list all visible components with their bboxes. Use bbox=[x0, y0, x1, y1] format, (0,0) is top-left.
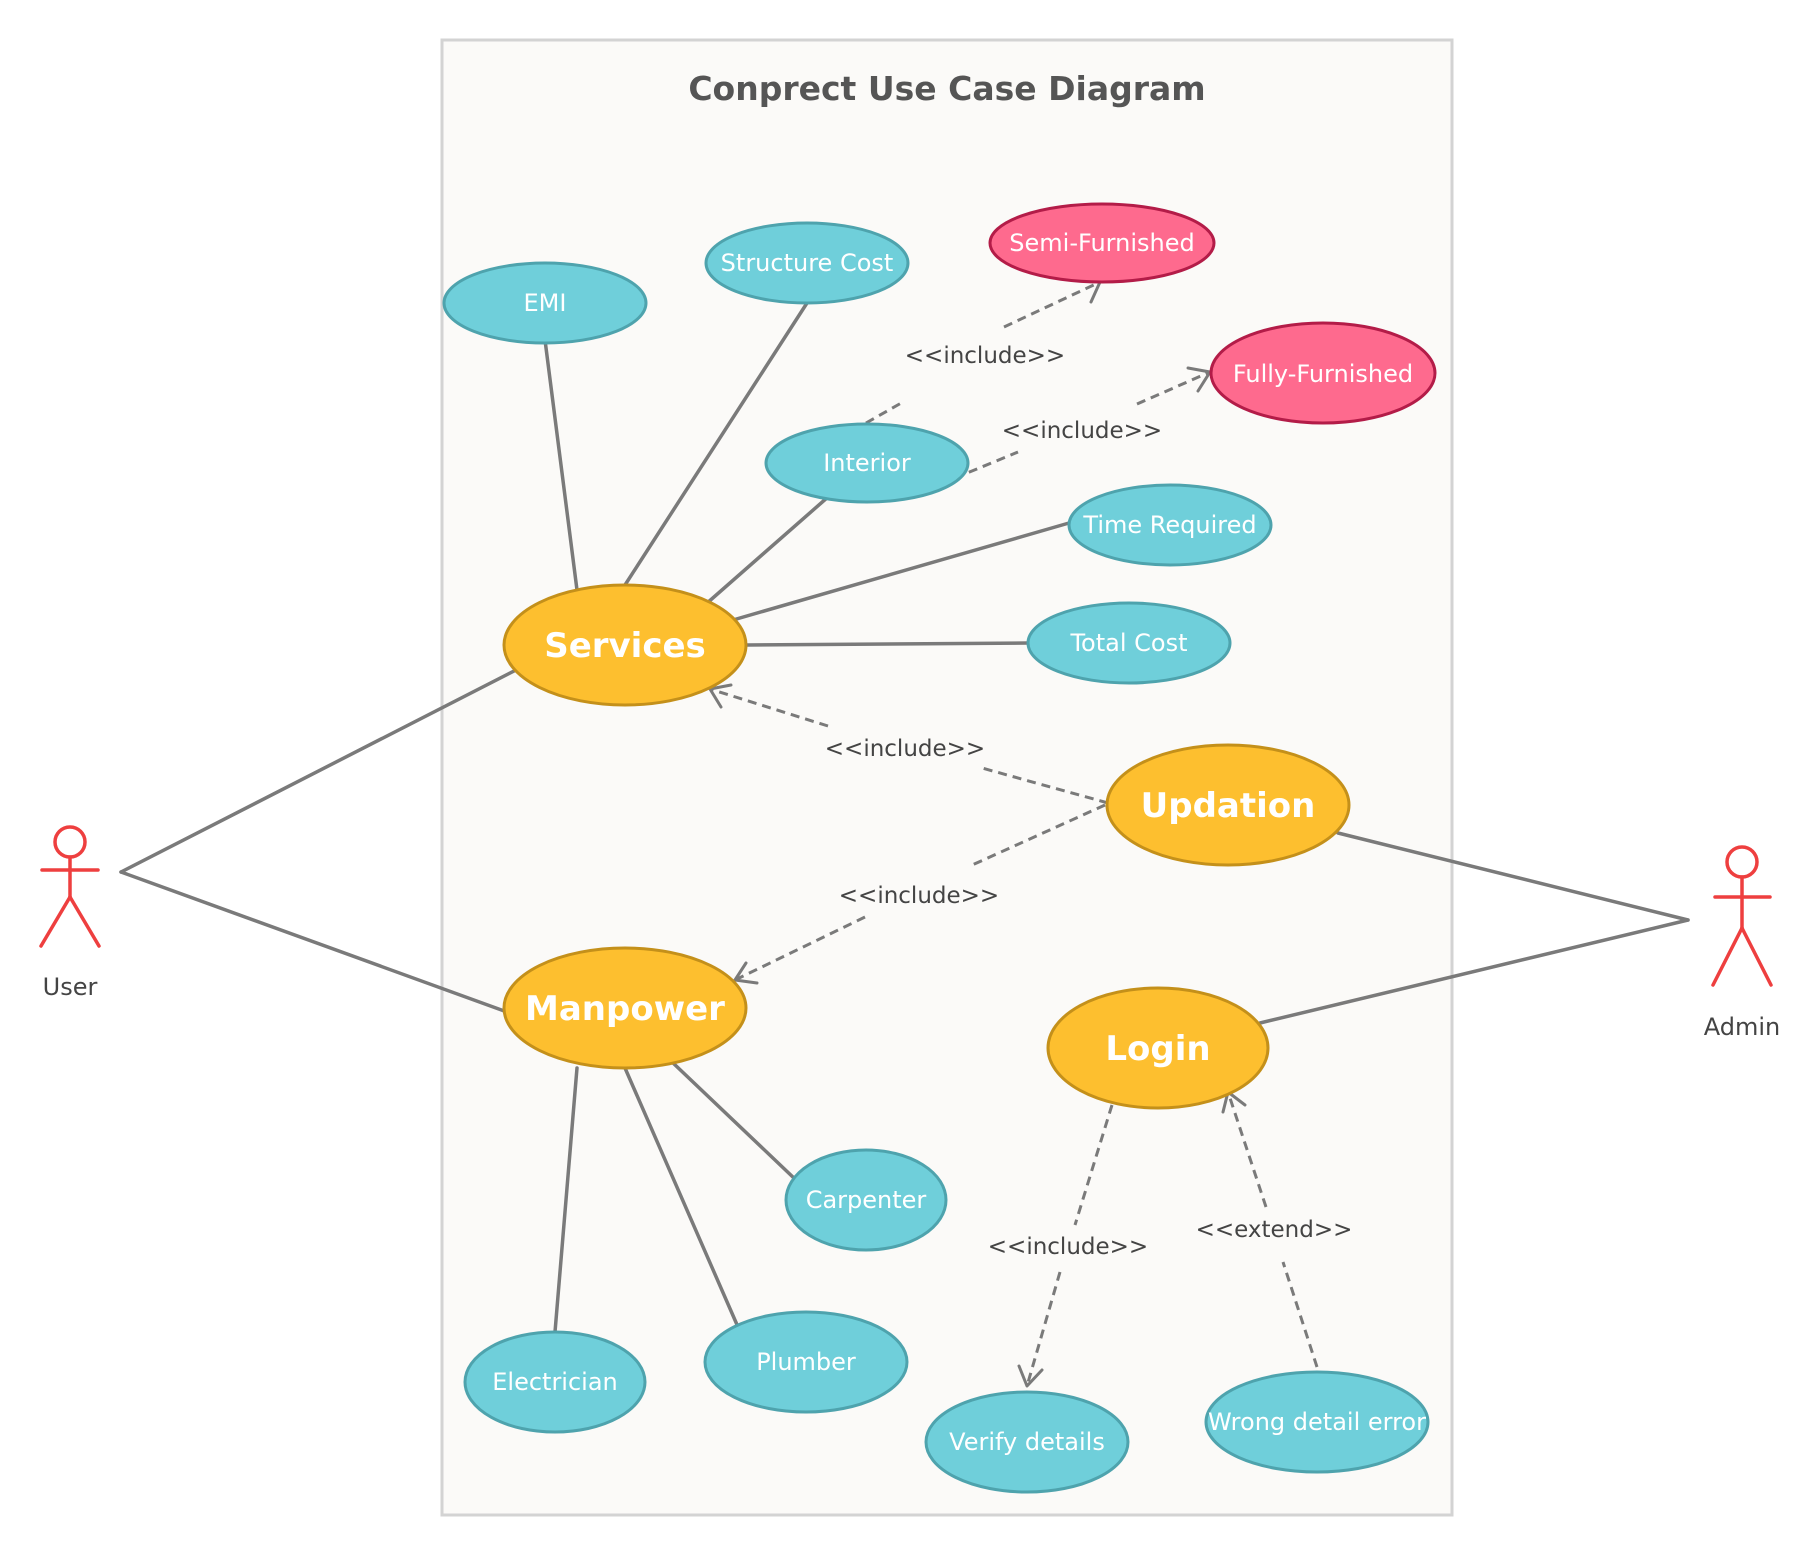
use-case-fully-furnished-ellipse bbox=[1209, 321, 1437, 425]
use-case-login-label: Login bbox=[1105, 1029, 1210, 1069]
use-case-structure-cost-label: Structure Cost bbox=[721, 249, 894, 277]
use-case-updation-label: Updation bbox=[1141, 786, 1316, 826]
use-case-carpenter[interactable]: Carpenter bbox=[784, 1148, 948, 1252]
dep-updation-manpower-label: <<include>> bbox=[839, 883, 999, 909]
use-case-manpower-label: Manpower bbox=[525, 989, 725, 1029]
use-case-login[interactable]: Login bbox=[1046, 986, 1270, 1110]
use-case-manpower[interactable]: Manpower bbox=[502, 946, 748, 1070]
use-case-verify-details[interactable]: Verify details bbox=[924, 1390, 1130, 1494]
use-case-plumber[interactable]: Plumber bbox=[703, 1310, 909, 1414]
use-case-carpenter-label: Carpenter bbox=[806, 1186, 927, 1214]
associations bbox=[119, 301, 1690, 1334]
assoc-admin-updation bbox=[1336, 831, 1690, 922]
dep-interior-fully-head bbox=[1136, 370, 1211, 406]
use-case-plumber-ellipse bbox=[703, 1310, 909, 1414]
actor-admin-label: Admin bbox=[1704, 1013, 1781, 1041]
use-case-total-cost-label: Total Cost bbox=[1069, 629, 1187, 657]
dep-updation-manpower-tail bbox=[969, 803, 1106, 868]
use-case-emi[interactable]: EMI bbox=[442, 261, 648, 345]
use-case-total-cost[interactable]: Total Cost bbox=[1026, 601, 1232, 685]
use-case-time-required-ellipse bbox=[1067, 483, 1273, 567]
use-case-structure-cost-ellipse bbox=[704, 221, 910, 305]
assoc-interior-services bbox=[704, 495, 830, 606]
use-case-login-ellipse bbox=[1046, 986, 1270, 1110]
assoc-structure-services bbox=[623, 301, 809, 587]
dep-updation-manpower-head bbox=[734, 915, 866, 982]
use-case-interior[interactable]: Interior bbox=[764, 422, 970, 504]
dep-wrong-login-tail bbox=[1281, 1261, 1319, 1368]
assoc-total-services bbox=[745, 641, 1031, 647]
assoc-manpower-electrician bbox=[553, 1066, 579, 1334]
assoc-admin-login bbox=[1258, 918, 1690, 1025]
use-case-manpower-ellipse bbox=[502, 946, 748, 1070]
use-case-interior-ellipse bbox=[764, 422, 970, 504]
dep-login-verify-tail bbox=[1073, 1104, 1114, 1226]
use-case-fully-furnished[interactable]: Fully-Furnished bbox=[1209, 321, 1437, 425]
use-case-emi-label: EMI bbox=[524, 289, 567, 317]
dep-login-verify-head bbox=[1025, 1271, 1062, 1387]
assoc-manpower-plumber bbox=[623, 1066, 740, 1329]
admin-stick-figure-icon bbox=[1711, 845, 1773, 987]
use-case-services-label: Services bbox=[544, 626, 706, 666]
dep-updation-manpower-arrowhead bbox=[733, 961, 759, 985]
assoc-user-manpower bbox=[119, 870, 509, 1014]
dep-wrong-login-head bbox=[1226, 1091, 1268, 1208]
dep-interior-fully-tail bbox=[954, 450, 1019, 480]
use-case-electrician-ellipse bbox=[463, 1330, 647, 1434]
use-case-structure-cost[interactable]: Structure Cost bbox=[704, 221, 910, 305]
dep-login-verify-arrowhead bbox=[1017, 1364, 1044, 1388]
use-case-fully-furnished-label: Fully-Furnished bbox=[1233, 360, 1413, 388]
use-case-time-required[interactable]: Time Required bbox=[1067, 483, 1273, 567]
use-case-updation[interactable]: Updation bbox=[1105, 743, 1351, 867]
use-case-updation-ellipse bbox=[1105, 743, 1351, 867]
dep-interior-fully-label: <<include>> bbox=[1002, 418, 1162, 444]
use-case-verify-details-ellipse bbox=[924, 1390, 1130, 1494]
actor-user[interactable]: User bbox=[39, 825, 101, 1001]
dep-wrong-login-label: <<extend>> bbox=[1196, 1217, 1353, 1243]
dep-interior-semi-head bbox=[1003, 280, 1101, 329]
dep-updation-services-tail bbox=[981, 766, 1109, 805]
use-case-time-required-label: Time Required bbox=[1082, 511, 1256, 539]
dep-interior-semi-tail bbox=[865, 400, 904, 425]
dep-interior-semi-label: <<include>> bbox=[905, 343, 1065, 369]
dependencies: <<include>> <<include>> <<include>> <<in… bbox=[708, 277, 1353, 1388]
use-case-services[interactable]: Services bbox=[502, 583, 748, 707]
use-case-services-ellipse bbox=[502, 583, 748, 707]
dep-login-verify-label: <<include>> bbox=[988, 1234, 1148, 1260]
assoc-emi-services bbox=[543, 338, 579, 592]
use-case-carpenter-ellipse bbox=[784, 1148, 948, 1252]
use-case-total-cost-ellipse bbox=[1026, 601, 1232, 685]
use-case-wrong-detail-error[interactable]: Wrong detail error bbox=[1204, 1370, 1430, 1474]
assoc-user-services bbox=[119, 668, 518, 874]
use-case-wrong-detail-error-label: Wrong detail error bbox=[1208, 1408, 1426, 1436]
use-case-verify-details-label: Verify details bbox=[949, 1428, 1105, 1456]
use-case-wrong-detail-error-ellipse bbox=[1204, 1370, 1430, 1474]
actor-admin[interactable]: Admin bbox=[1704, 845, 1781, 1041]
use-case-electrician-label: Electrician bbox=[492, 1368, 618, 1396]
dep-updation-services-head bbox=[709, 687, 829, 728]
use-case-plumber-label: Plumber bbox=[756, 1348, 856, 1376]
user-stick-figure-icon bbox=[39, 825, 101, 948]
use-case-electrician[interactable]: Electrician bbox=[463, 1330, 647, 1434]
use-case-semi-furnished-label: Semi-Furnished bbox=[1009, 229, 1194, 257]
use-case-semi-furnished[interactable]: Semi-Furnished bbox=[988, 202, 1216, 284]
use-case-semi-furnished-ellipse bbox=[988, 202, 1216, 284]
actor-user-label: User bbox=[43, 973, 98, 1001]
use-case-interior-label: Interior bbox=[823, 449, 911, 477]
dep-updation-services-label: <<include>> bbox=[825, 736, 985, 762]
use-case-emi-ellipse bbox=[442, 261, 648, 345]
diagram-title: Conprect Use Case Diagram bbox=[688, 69, 1205, 108]
assoc-manpower-carpenter bbox=[670, 1060, 798, 1182]
assoc-time-services bbox=[731, 521, 1071, 622]
